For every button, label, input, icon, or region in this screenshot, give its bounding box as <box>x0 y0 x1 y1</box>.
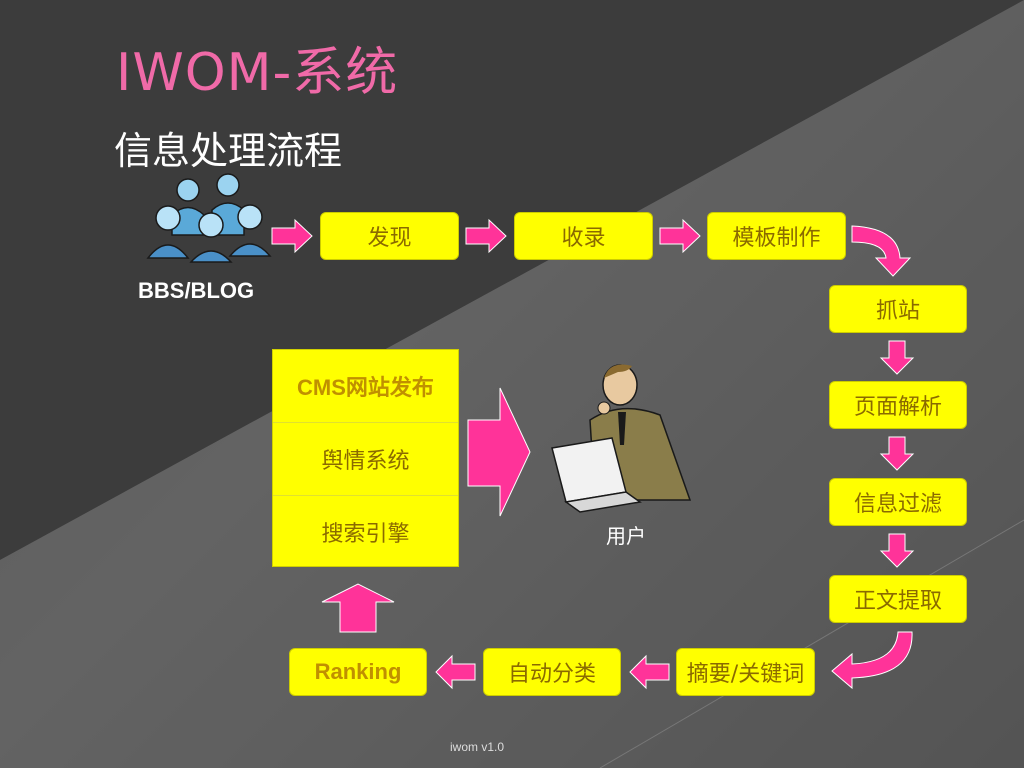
step-crawl: 抓站 <box>829 285 967 333</box>
arrow-right-1 <box>271 218 313 254</box>
source-label: BBS/BLOG <box>138 278 255 303</box>
step-extract: 正文提取 <box>829 575 967 623</box>
arrow-down-3 <box>879 533 915 568</box>
page-title: IWOM-系统 <box>116 43 399 103</box>
footer-version: iwom v1.0 <box>450 740 505 754</box>
step-index: 收录 <box>514 212 653 260</box>
arrow-right-3 <box>659 218 701 254</box>
step-ranking: Ranking <box>289 648 427 696</box>
output-stack: CMS网站发布 舆情系统 搜索引擎 <box>272 349 459 567</box>
step-template: 模板制作 <box>707 212 846 260</box>
arrow-curve-down <box>851 225 912 277</box>
arrow-big-right <box>467 387 531 517</box>
output-search: 搜索引擎 <box>321 522 410 547</box>
page-subtitle: 信息处理流程 <box>114 129 343 173</box>
step-page-parse: 页面解析 <box>829 381 967 429</box>
arrow-left-2 <box>435 654 476 690</box>
arrow-down-1 <box>879 340 915 375</box>
arrow-left-1 <box>629 654 670 690</box>
step-summary-keywords: 摘要/关键词 <box>676 648 815 696</box>
step-discover: 发现 <box>320 212 459 260</box>
step-filter: 信息过滤 <box>829 478 967 526</box>
output-cms: CMS网站发布 <box>273 350 458 423</box>
arrow-down-2 <box>879 436 915 471</box>
step-classify: 自动分类 <box>483 648 621 696</box>
user-label: 用户 <box>606 524 646 548</box>
output-sentiment: 舆情系统 <box>273 423 458 496</box>
arrow-curve-left <box>831 631 913 690</box>
arrow-right-2 <box>465 218 507 254</box>
arrow-up <box>321 583 395 633</box>
